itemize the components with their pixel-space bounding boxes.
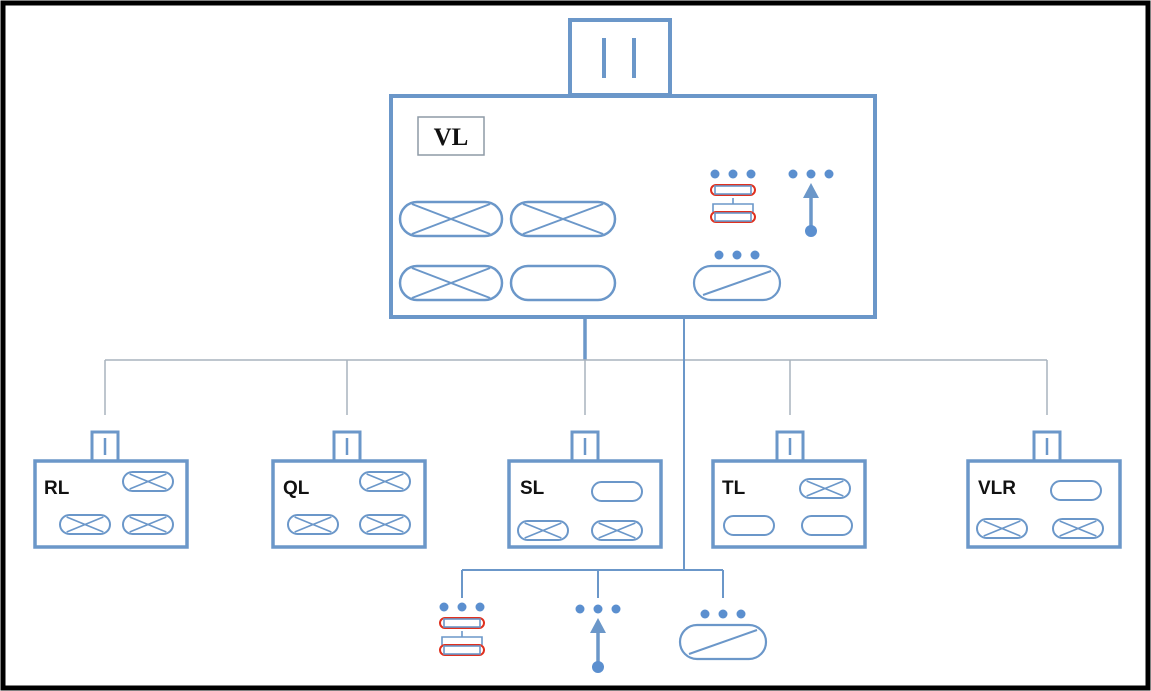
bottom-equipment-group: [439, 602, 768, 673]
sub-unit-label: VLR: [978, 478, 1016, 499]
crossed-oval-icon: [122, 471, 174, 492]
crossed-oval-icon: [799, 478, 851, 499]
crossed-oval-icon: [517, 520, 569, 541]
crossed-oval-icon: [1052, 518, 1104, 539]
crossed-oval-icon: [398, 200, 504, 238]
plain-oval-icon: [723, 515, 775, 536]
arrow-pin-icon: [575, 604, 621, 673]
sub-unit-label: RL: [44, 478, 70, 499]
crossed-oval-icon: [59, 514, 111, 535]
plain-oval-icon: [509, 264, 617, 302]
crossed-oval-icon: [122, 514, 174, 535]
crossed-oval-icon: [976, 518, 1028, 539]
linked-capsules-icon: [710, 169, 756, 223]
main-unit-label-box: [417, 116, 485, 156]
main-unit-icons: [398, 169, 834, 302]
crossed-oval-icon: [509, 200, 617, 238]
sub-unit-ql: QL: [271, 430, 427, 549]
sub-units: RL QL SL TL VLR: [33, 430, 1122, 549]
sub-unit-sl: SL: [507, 430, 663, 549]
linked-capsules-icon: [439, 602, 485, 656]
sub-unit-tl: TL: [711, 430, 867, 549]
top-connector: [568, 18, 672, 97]
plain-oval-icon: [1050, 480, 1102, 501]
arrow-pin-icon: [788, 169, 834, 237]
crossed-oval-icon: [591, 520, 643, 541]
sub-unit-rl: RL: [33, 430, 189, 549]
crossed-oval-icon: [359, 514, 411, 535]
main-unit-label: VL: [434, 124, 469, 151]
sub-unit-label: QL: [283, 478, 310, 499]
sub-unit-vlr: VLR: [966, 430, 1122, 549]
connection-lines: [104, 317, 1048, 598]
slashed-oval-icon: [678, 609, 768, 661]
plain-oval-icon: [801, 515, 853, 536]
crossed-oval-icon: [287, 514, 339, 535]
slashed-oval-icon: [692, 250, 782, 302]
sub-unit-label: TL: [722, 478, 746, 499]
crossed-oval-icon: [398, 264, 504, 302]
plain-oval-icon: [591, 481, 643, 502]
crossed-oval-icon: [359, 471, 411, 492]
sub-unit-label: SL: [520, 478, 545, 499]
